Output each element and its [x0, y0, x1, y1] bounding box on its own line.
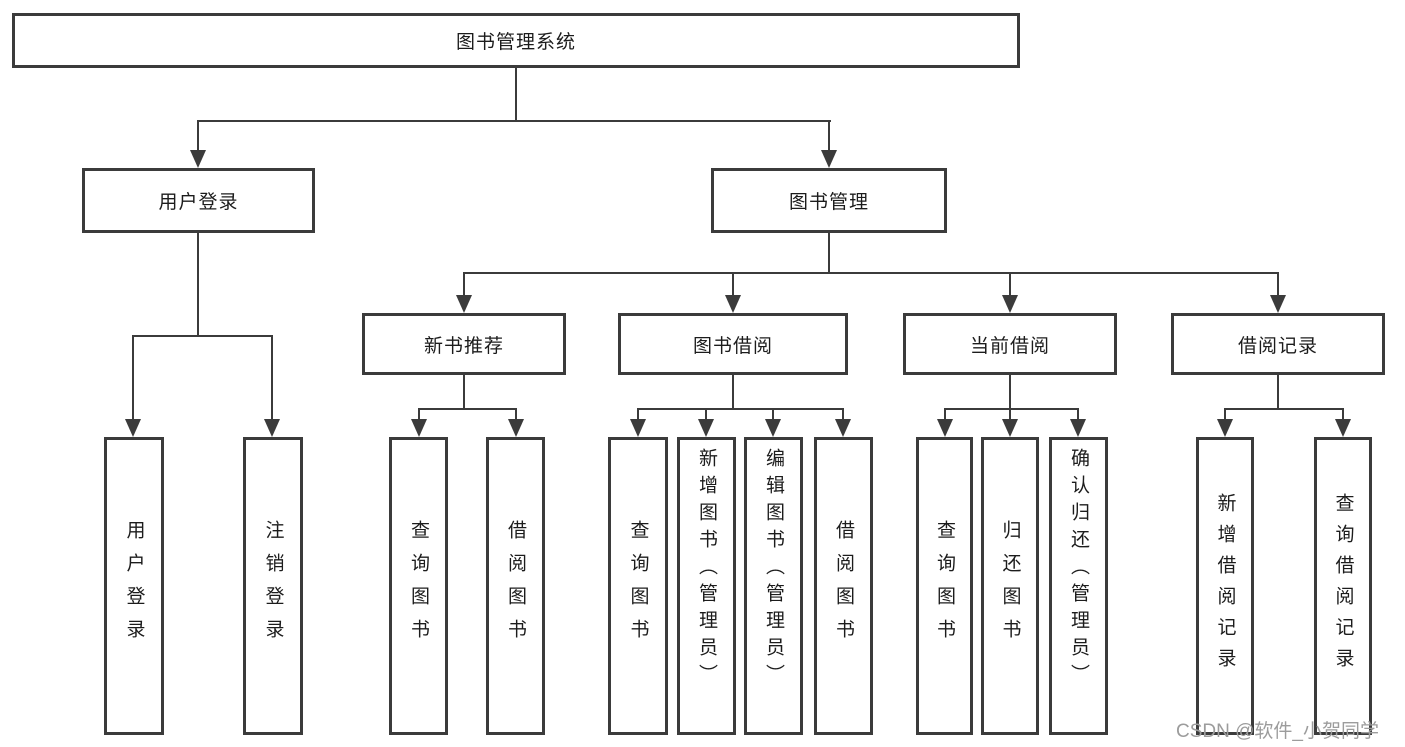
node-book-management-label: 图书管理 [788, 192, 869, 213]
connector-line [1009, 408, 1011, 422]
connector-line [132, 335, 273, 337]
connector-line [828, 233, 830, 274]
connector-line [1009, 375, 1011, 409]
leaf-label: 新增借阅记录 [1214, 493, 1236, 679]
leaf-label: 新增图书（管理员） [696, 448, 717, 691]
connector-line [197, 233, 199, 337]
connector-line [463, 375, 465, 409]
node-new-book-recommend-label: 新书推荐 [423, 335, 504, 357]
node-new-book-recommend: 新书推荐 [362, 313, 566, 375]
leaf-label: 用户登录 [123, 520, 145, 652]
leaf-user-login: 用户登录 [104, 437, 164, 735]
leaf-borrow-books-recommend: 借阅图书 [486, 437, 545, 735]
arrow-down-icon [835, 419, 851, 437]
arrow-down-icon [411, 419, 427, 437]
leaf-add-borrow-record: 新增借阅记录 [1196, 437, 1254, 735]
connector-line [1009, 272, 1011, 297]
arrow-down-icon [1217, 419, 1233, 437]
arrow-down-icon [1002, 295, 1018, 313]
node-borrow-records: 借阅记录 [1171, 313, 1385, 375]
node-user-login-label: 用户登录 [158, 192, 239, 213]
leaf-query-books-borrow: 查询图书 [608, 437, 668, 735]
node-current-borrow: 当前借阅 [903, 313, 1117, 375]
leaf-label: 查询图书 [408, 520, 429, 652]
connector-line [944, 408, 946, 422]
leaf-label: 借阅图书 [505, 520, 526, 652]
arrow-down-icon [1270, 295, 1286, 313]
node-current-borrow-label: 当前借阅 [969, 335, 1050, 357]
arrow-down-icon [508, 419, 524, 437]
leaf-label: 查询借阅记录 [1332, 493, 1354, 679]
connector-line [637, 408, 639, 422]
node-book-borrow: 图书借阅 [618, 313, 848, 375]
node-book-management: 图书管理 [711, 168, 947, 233]
leaf-label: 查询图书 [627, 520, 649, 652]
leaf-label: 确认归还（管理员） [1068, 448, 1089, 691]
connector-line [515, 408, 517, 422]
connector-line [132, 335, 134, 421]
leaf-query-books-current: 查询图书 [916, 437, 973, 735]
leaf-edit-book-admin: 编辑图书（管理员） [744, 437, 803, 735]
connector-line [271, 335, 273, 421]
arrow-down-icon [630, 419, 646, 437]
arrow-down-icon [765, 419, 781, 437]
arrow-down-icon [190, 150, 206, 168]
arrow-down-icon [264, 419, 280, 437]
node-root: 图书管理系统 [12, 13, 1020, 68]
connector-line [515, 68, 517, 122]
leaf-query-books-recommend: 查询图书 [389, 437, 448, 735]
arrow-down-icon [821, 150, 837, 168]
leaf-add-book-admin: 新增图书（管理员） [677, 437, 736, 735]
connector-line [418, 408, 420, 422]
connector-line [198, 120, 831, 122]
leaf-query-borrow-record: 查询借阅记录 [1314, 437, 1372, 735]
connector-line [732, 272, 734, 297]
leaf-label: 借阅图书 [833, 520, 854, 652]
connector-line [944, 408, 1079, 410]
connector-line [1224, 408, 1344, 410]
connector-line [637, 408, 844, 410]
node-root-label: 图书管理系统 [455, 32, 576, 53]
leaf-logout: 注销登录 [243, 437, 303, 735]
node-borrow-records-label: 借阅记录 [1237, 335, 1318, 357]
leaf-label: 注销登录 [262, 520, 284, 652]
arrow-down-icon [698, 419, 714, 437]
watermark-text: CSDN @软件_小贺同学 [1176, 721, 1379, 742]
connector-line [1342, 408, 1344, 422]
leaf-return-books: 归还图书 [981, 437, 1039, 735]
arrow-down-icon [125, 419, 141, 437]
connector-line [772, 408, 774, 422]
connector-line [1077, 408, 1079, 422]
connector-line [418, 408, 517, 410]
leaf-label: 编辑图书（管理员） [763, 448, 784, 691]
leaf-borrow-books-borrow: 借阅图书 [814, 437, 873, 735]
arrow-down-icon [1070, 419, 1086, 437]
connector-line [732, 375, 734, 409]
arrow-down-icon [725, 295, 741, 313]
arrow-down-icon [1002, 419, 1018, 437]
connector-line [842, 408, 844, 422]
leaf-label: 归还图书 [999, 520, 1021, 652]
leaf-label: 查询图书 [934, 520, 955, 652]
connector-line [828, 120, 830, 153]
arrow-down-icon [456, 295, 472, 313]
connector-line [1277, 272, 1279, 297]
connector-line [1277, 375, 1279, 409]
connector-line [1224, 408, 1226, 422]
connector-line [197, 120, 199, 153]
arrow-down-icon [1335, 419, 1351, 437]
leaf-confirm-return-admin: 确认归还（管理员） [1049, 437, 1108, 735]
node-book-borrow-label: 图书借阅 [692, 335, 773, 357]
connector-line [463, 272, 465, 297]
connector-line [463, 272, 1279, 274]
connector-line [705, 408, 707, 422]
arrow-down-icon [937, 419, 953, 437]
node-user-login: 用户登录 [82, 168, 315, 233]
